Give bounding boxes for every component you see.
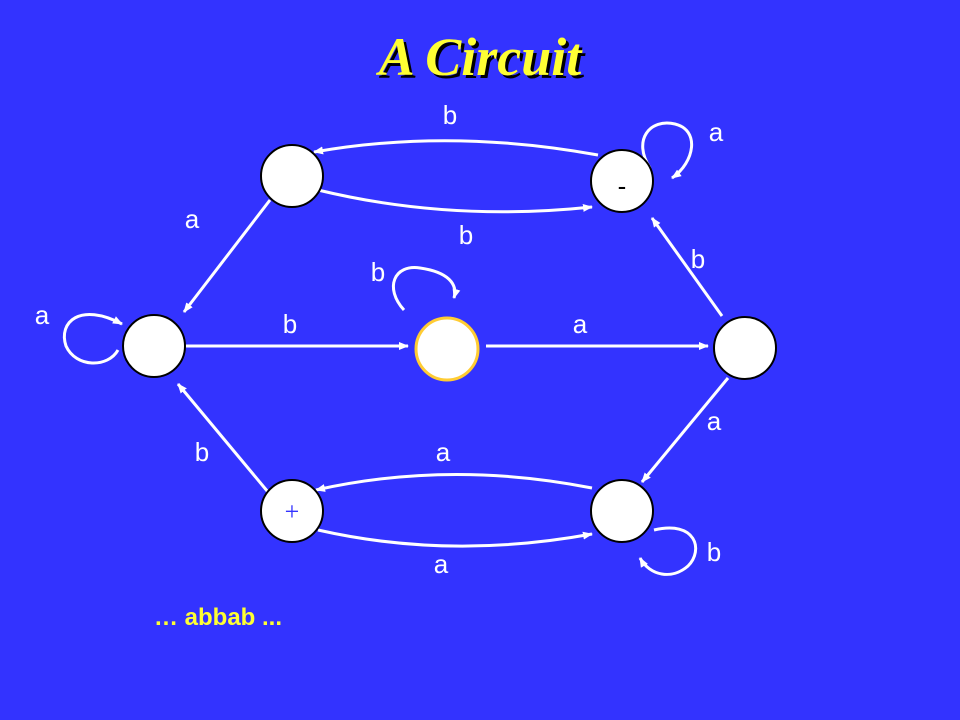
label-loop-start: a — [709, 117, 724, 147]
label-right-to-bottomright: a — [707, 406, 722, 436]
label-center-to-right: a — [573, 309, 588, 339]
state-start-mark: - — [618, 171, 627, 201]
label-topleft-to-start: b — [459, 220, 473, 250]
state-bottom-right — [590, 479, 654, 543]
label-right-to-start: b — [691, 244, 705, 274]
slide-title: A Circuit — [378, 27, 582, 87]
label-loop-left: a — [35, 300, 50, 330]
loop-center — [392, 266, 461, 312]
edge-bottomright-to-final — [315, 472, 593, 492]
label-bottomright-to-final: a — [436, 437, 451, 467]
label-final-to-left: b — [195, 437, 209, 467]
label-final-to-bottomright: a — [434, 549, 449, 579]
state-final-mark: + — [285, 497, 300, 526]
state-left — [122, 314, 186, 378]
loop-bottomright — [638, 526, 698, 576]
edge-final-to-left — [176, 383, 270, 493]
edge-start-to-topleft — [313, 139, 599, 157]
label-start-to-topleft: b — [443, 100, 457, 130]
state-final — [260, 479, 324, 543]
loop-start — [641, 121, 693, 180]
label-topleft-to-left: a — [185, 204, 200, 234]
state-right — [713, 316, 777, 380]
edge-topleft-to-left — [182, 199, 272, 313]
input-string-caption: … abbab ... — [154, 604, 283, 631]
label-loop-bottomright: b — [707, 537, 721, 567]
edge-right-to-start — [650, 217, 724, 317]
edge-right-to-bottomright — [640, 377, 730, 483]
edge-final-to-bottomright — [317, 528, 593, 548]
label-loop-center: b — [371, 257, 385, 287]
state-center — [414, 316, 480, 382]
label-left-to-center: b — [283, 309, 297, 339]
edge-topleft-to-start — [317, 188, 593, 214]
state-top-left — [260, 144, 324, 208]
state-start — [590, 149, 654, 213]
loop-left — [63, 313, 123, 365]
